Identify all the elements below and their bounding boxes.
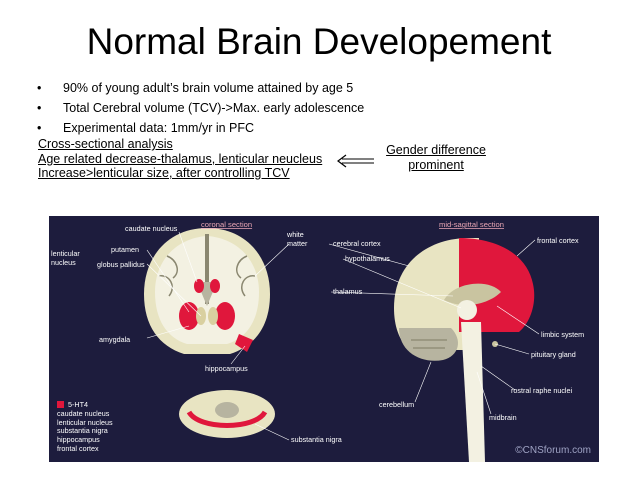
bullet-text: Total Cerebral volume (TCV)->Max. early … <box>63 101 365 115</box>
label-white: white <box>286 230 304 239</box>
label-cerebellum: cerebellum <box>379 400 414 409</box>
label-nucleus: nucleus <box>51 258 76 267</box>
analysis-line: Increase>lenticular size, after controll… <box>38 166 290 180</box>
gender-note: Gender difference prominent <box>386 143 486 172</box>
label-globus-pallidus: globus pallidus <box>97 260 145 269</box>
legend-item: caudate nucleus <box>57 408 110 418</box>
coronal-title: coronal section <box>201 220 252 229</box>
analysis-notes: Cross-sectional analysis Age related dec… <box>38 137 322 181</box>
label-rostral-raphe-nuclei: rostral raphe nuclei <box>511 386 573 395</box>
legend-title: 5-HT4 <box>57 400 113 410</box>
legend: 5-HT4 caudate nucleus lenticular nucleus… <box>57 400 113 454</box>
bullet-list: • 90% of young adult’s brain volume attai… <box>37 78 364 138</box>
legend-swatch <box>57 401 64 408</box>
brain-diagram: coronal section mid-sagittal section cau… <box>49 216 599 462</box>
legend-item: frontal cortex <box>57 443 99 453</box>
bullet-marker: • <box>37 121 42 135</box>
legend-item: hippocampus <box>57 435 100 445</box>
label-hypothalamus: hypothalamus <box>345 254 390 263</box>
label-thalamus: thalamus <box>333 287 363 296</box>
analysis-line: Age related decrease-thalamus, lenticula… <box>38 151 323 166</box>
bullet-item: • Total Cerebral volume (TCV)->Max. early… <box>37 98 364 118</box>
bullet-text: 90% of young adult’s brain volume attain… <box>63 81 354 95</box>
image-credit: ©CNSforum.com <box>515 445 591 456</box>
label-amygdala: amygdala <box>99 335 130 344</box>
leader-lines <box>146 231 540 441</box>
bullet-text: Experimental data: 1mm/yr in PFC <box>63 121 255 135</box>
label-hippocampus: hippocampus <box>205 364 248 373</box>
bullet-item: • Experimental data: 1mm/yr in PFC <box>37 118 364 138</box>
label-substantia-nigra: substantia nigra <box>291 435 342 444</box>
label-midbrain: midbrain <box>489 413 517 422</box>
label-cerebral-cortex: cerebral cortex <box>333 239 381 248</box>
label-putamen: putamen <box>111 245 139 254</box>
label-pituitary-gland: pituitary gland <box>531 350 576 359</box>
brain-illustration: coronal section mid-sagittal section cau… <box>51 220 584 462</box>
left-arrow-icon <box>337 154 374 168</box>
sagittal-section <box>394 238 535 462</box>
bullet-marker: • <box>37 101 42 115</box>
analysis-line: Cross-sectional analysis <box>38 137 173 151</box>
label-matter: matter <box>287 239 308 248</box>
slide-title: Normal Brain Developement <box>86 21 552 62</box>
bullet-marker: • <box>37 81 42 95</box>
label-frontal-cortex: frontal cortex <box>537 236 579 245</box>
legend-item: substantia nigra <box>57 426 108 436</box>
sagittal-title: mid-sagittal section <box>439 220 504 229</box>
legend-title-text: 5-HT4 <box>68 400 88 409</box>
coronal-section <box>144 228 275 438</box>
bullet-item: • 90% of young adult’s brain volume attai… <box>37 78 364 98</box>
label-lenticular: lenticular <box>51 249 80 258</box>
legend-item: lenticular nucleus <box>57 417 113 427</box>
label-limbic-system: limbic system <box>541 330 584 339</box>
label-caudate-nucleus: caudate nucleus <box>125 224 178 233</box>
